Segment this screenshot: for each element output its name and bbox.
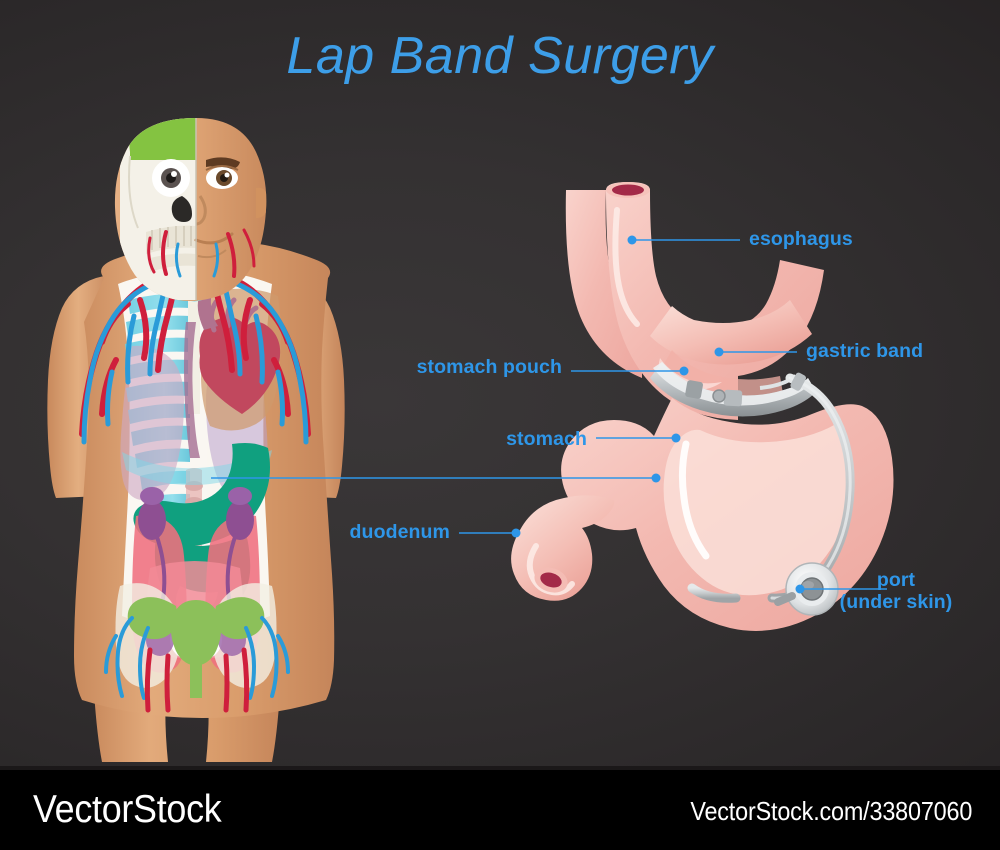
fallopian-left <box>127 597 178 640</box>
label-port-text: port <box>876 569 916 591</box>
stomach-pouch <box>650 300 812 365</box>
footer-bar: VectorStock VectorStock.com/33807060 <box>0 770 1000 850</box>
tube-tail <box>687 583 741 603</box>
left-kidney <box>138 500 166 540</box>
label-gastric-band: gastric band <box>806 340 924 363</box>
port-tube-stub <box>774 592 796 606</box>
label-stomach-text: stomach <box>506 428 587 450</box>
duodenum-lumen <box>540 572 562 588</box>
stomach-curve-highlight <box>678 440 710 560</box>
eye-glint-skull <box>171 171 177 177</box>
head-vessels <box>147 228 256 278</box>
label-esophagus: esophagus <box>749 228 853 251</box>
duodenum-leader <box>459 528 521 538</box>
band-buckle <box>712 389 726 403</box>
label-port: port (under skin) <box>839 569 953 614</box>
port-septum-glint <box>802 581 814 589</box>
vectorstock-url: VectorStock.com/33807060 <box>690 796 972 826</box>
fallopian-right <box>214 597 265 640</box>
label-duodenum-text: duodenum <box>349 521 450 543</box>
label-stomach-pouch-text: stomach pouch <box>416 356 562 378</box>
anatomy-artwork <box>47 118 894 762</box>
nasal-cavity <box>171 196 192 222</box>
right-eye-glint <box>224 172 230 178</box>
gastric-band <box>650 362 816 417</box>
diagram-canvas: Lap Band Surgery <box>0 0 1000 770</box>
torso-interior <box>115 270 281 698</box>
esophagus-highlight <box>612 207 640 327</box>
esophagus-leader <box>627 235 740 245</box>
esophagus-lumen <box>612 184 644 196</box>
stomach-pouch-leader <box>571 366 689 376</box>
footer-divider <box>0 766 1000 771</box>
port-leader <box>795 584 887 594</box>
stomach-body-leader <box>211 473 661 483</box>
label-port-subtext: (under skin) <box>839 590 953 613</box>
tube-connector <box>790 372 806 391</box>
label-duodenum: duodenum <box>280 521 450 544</box>
chin-line <box>197 249 227 259</box>
stomach-inner-highlight <box>663 424 850 596</box>
band-segment-1 <box>685 380 703 399</box>
leg-arteries <box>144 647 250 713</box>
page-title: Lap Band Surgery <box>286 27 714 85</box>
brain <box>129 118 196 160</box>
nose <box>195 195 207 226</box>
stomach-leader <box>596 433 681 443</box>
label-esophagus-text: esophagus <box>749 228 853 250</box>
teeth-lines <box>151 226 192 250</box>
right-kidney <box>226 500 254 540</box>
leader-lines <box>211 235 887 594</box>
label-stomach-pouch: stomach pouch <box>362 356 562 379</box>
left-adrenal <box>140 487 164 505</box>
right-eyelid <box>205 165 239 171</box>
esophagus-in-body <box>184 322 200 458</box>
leg-veins <box>104 616 290 700</box>
ear <box>256 187 267 218</box>
skull-contour <box>128 155 139 229</box>
head <box>114 118 267 301</box>
band-segment-2 <box>723 389 743 407</box>
right-adrenal <box>228 487 252 505</box>
vectorstock-logo: VectorStock <box>33 788 222 831</box>
human-body-anatomy-figure <box>47 118 345 762</box>
label-gastric-band-text: gastric band <box>806 340 924 362</box>
vagina <box>190 664 202 698</box>
label-stomach: stomach <box>407 428 587 451</box>
band-strap <box>650 362 816 417</box>
gastric-band-leader <box>714 347 797 357</box>
uterus <box>171 600 221 666</box>
